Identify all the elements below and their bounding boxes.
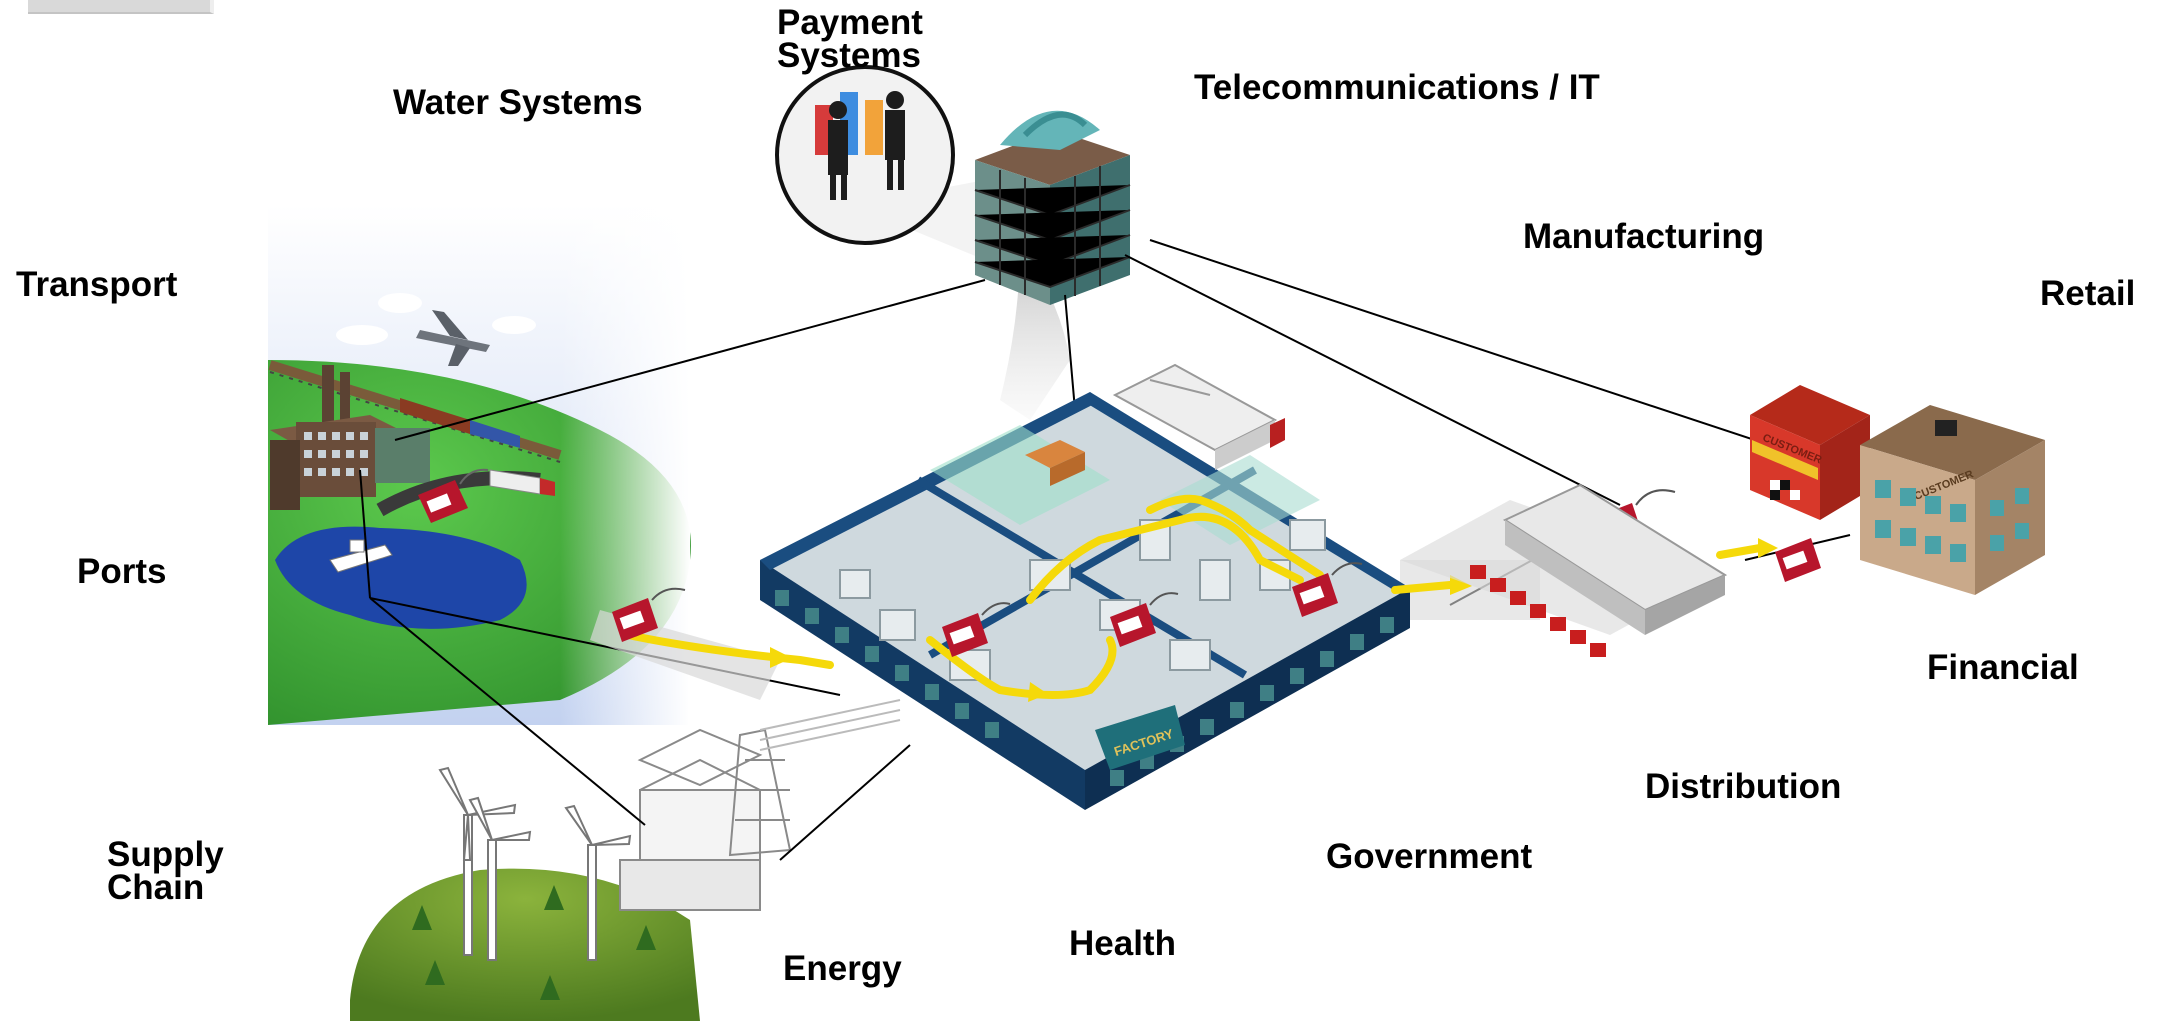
rfid-tag-icon	[1110, 592, 1179, 647]
label-retail: Retail	[2040, 274, 2136, 313]
wind-turbine-icon	[564, 804, 632, 961]
flow-arrowheads	[770, 538, 1778, 702]
corner-tab	[28, 0, 214, 14]
factory-building-icon: FACTORY	[590, 363, 1540, 810]
rfid-tag-icon	[1292, 562, 1363, 617]
factory-complex-icon	[270, 365, 430, 510]
businessmen-icon	[828, 91, 905, 200]
retail-store-icon: CUSTOMER	[1750, 385, 1870, 520]
wind-turbine-icon	[438, 766, 517, 956]
label-ports: Ports	[77, 552, 167, 591]
bank-building-icon: CUSTOMER	[1860, 405, 2045, 595]
label-manufacturing: Manufacturing	[1523, 217, 1765, 256]
label-distribution: Distribution	[1645, 767, 1842, 806]
rfid-tag-icon	[1775, 538, 1821, 582]
rfid-tag-icon	[418, 468, 489, 523]
truck-icon	[489, 469, 555, 496]
airplane-icon	[416, 310, 490, 366]
delivery-trucks-icon	[1112, 363, 1285, 470]
label-health: Health	[1069, 924, 1176, 963]
wind-farm-panel	[350, 766, 700, 1021]
distribution-warehouse-icon	[1400, 483, 1728, 657]
tree-icons	[412, 885, 656, 1000]
label-energy: Energy	[783, 949, 902, 988]
label-financial: Financial	[1927, 648, 2079, 687]
label-government: Government	[1326, 837, 1533, 876]
payment-systems-vignette	[775, 65, 985, 260]
label-water-systems: Water Systems	[393, 83, 643, 122]
label-payment-systems: Payment Systems	[777, 3, 923, 75]
wind-turbine-icon	[468, 796, 532, 961]
data-center-tower-icon	[974, 110, 1131, 420]
rfid-tag-icon	[612, 587, 686, 642]
label-supply-chain: Supply Chain	[107, 835, 224, 907]
label-telecommunications-it: Telecommunications / IT	[1194, 68, 1600, 107]
ship-icon	[329, 539, 393, 573]
rfid-tag-icon	[942, 602, 1011, 657]
label-transport: Transport	[16, 265, 178, 304]
power-substation-icon	[619, 699, 901, 911]
